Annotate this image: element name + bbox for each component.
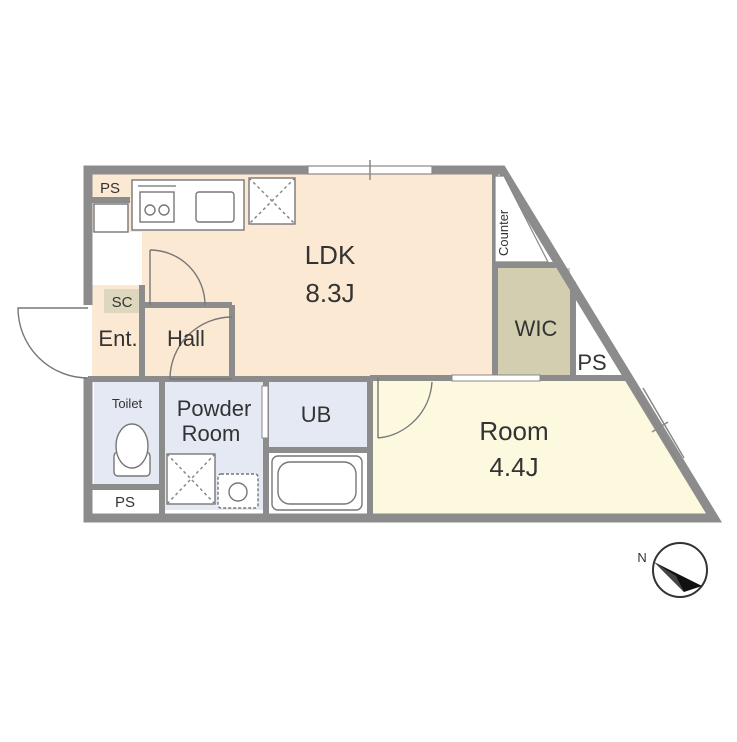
counter-label: Counter: [496, 209, 511, 256]
hall-door: [169, 316, 233, 380]
stove-burner-right: [158, 204, 170, 216]
sink: [195, 191, 235, 223]
entry-door: [17, 307, 89, 379]
window-room-east-2: [642, 387, 685, 459]
bathtub-inner: [277, 461, 357, 505]
exterior-walls: [83, 165, 723, 523]
compass-ring: [652, 542, 708, 598]
labels: LDK 8.3J Room 4.4J WIC UB Powder Room To…: [98, 180, 606, 511]
ldk-door: [149, 249, 206, 306]
window-room-east-mullion: [651, 421, 669, 433]
counter-top-left: [93, 203, 129, 233]
room-label: Room: [479, 416, 548, 446]
compass-north-label: N: [637, 550, 646, 565]
wic-floor: [498, 268, 570, 376]
doors: [17, 249, 541, 439]
sc-floor: [104, 289, 140, 313]
ub-floor: [268, 382, 368, 450]
ps-right-label: PS: [577, 350, 606, 375]
washing-machine-space: [166, 453, 216, 505]
ps-top-label: PS: [100, 180, 120, 197]
window-room-east: [636, 391, 679, 463]
ps-bottom-label: PS: [115, 494, 135, 511]
stove-burner-left: [144, 204, 156, 216]
sc-label: SC: [112, 294, 133, 311]
toilet-bowl: [115, 423, 149, 469]
outer-wall: [83, 165, 723, 523]
hall-label: Hall: [167, 326, 205, 351]
powder-door: [261, 385, 269, 439]
room-door: [377, 378, 433, 439]
entrance-label: Ent.: [98, 326, 137, 351]
fridge-x2: [248, 177, 296, 225]
hall-floor: [142, 305, 232, 376]
compass: N: [637, 542, 708, 598]
ldk-label: LDK: [305, 240, 356, 270]
kitchen: [93, 177, 296, 233]
toilet-label: Toilet: [112, 396, 143, 411]
ldk-size: 8.3J: [305, 278, 354, 308]
counter-area: [494, 175, 549, 263]
ub-label: UB: [301, 402, 332, 427]
room-floor: [372, 378, 710, 514]
compass-needle-icon: [654, 562, 702, 592]
windows: [307, 160, 685, 463]
compass-needle-tail-icon: [654, 562, 684, 592]
stove: [139, 191, 175, 223]
wic-label: WIC: [515, 316, 558, 341]
powder-label-line1: Powder: [177, 396, 252, 421]
wic-sliding-door: [451, 374, 541, 382]
wash-basin-bowl: [228, 482, 248, 502]
powder-label-line2: Room: [182, 421, 241, 446]
counter-shelf: [494, 175, 549, 263]
room-size: 4.4J: [489, 452, 538, 482]
wet-fixtures: [113, 423, 363, 511]
